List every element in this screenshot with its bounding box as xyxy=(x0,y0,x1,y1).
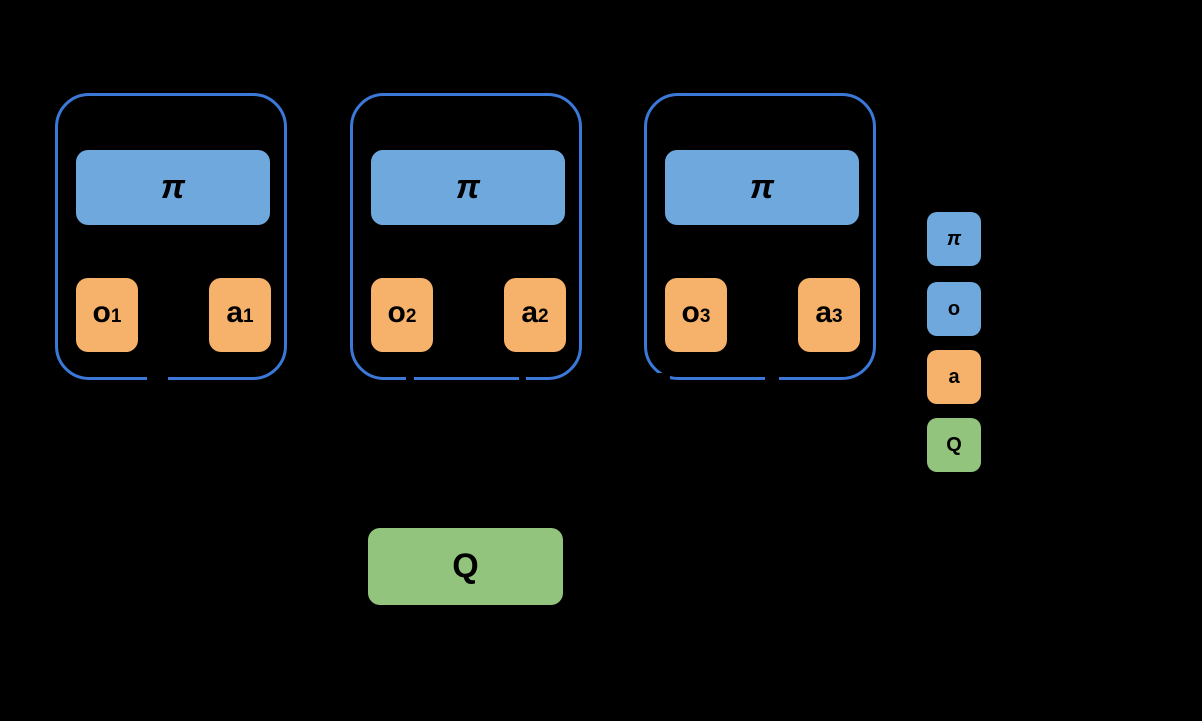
border-gap xyxy=(765,373,779,382)
legend-item-q: Q xyxy=(927,418,981,472)
legend-item-action: a xyxy=(927,350,981,404)
policy-label-2: π xyxy=(455,168,481,206)
action-subscript-2: 2 xyxy=(538,306,549,327)
action-subscript-3: 3 xyxy=(832,306,843,327)
q-value-box: Q xyxy=(368,528,563,605)
action-label-1: a xyxy=(226,296,244,329)
legend-item-policy: π xyxy=(927,212,981,266)
legend-q-label: Q xyxy=(946,433,962,456)
observation-subscript-1: 1 xyxy=(110,306,122,327)
observation-subscript-3: 3 xyxy=(699,306,711,327)
action-label-2: a xyxy=(521,296,539,329)
observation-label-1: o xyxy=(92,296,111,329)
action-subscript-1: 1 xyxy=(243,306,254,327)
legend-item-observation: o xyxy=(927,282,981,336)
policy-box-1: π xyxy=(76,150,270,225)
observation-label-2: o xyxy=(387,296,406,329)
observation-label-3: o xyxy=(681,296,700,329)
border-gap xyxy=(406,373,414,382)
legend-observation-label: o xyxy=(947,297,961,320)
border-gap xyxy=(519,373,526,382)
policy-box-3: π xyxy=(665,150,859,225)
q-value-label: Q xyxy=(452,547,479,585)
legend-policy-label: π xyxy=(946,227,962,250)
border-gap xyxy=(147,373,168,382)
policy-label-3: π xyxy=(749,168,775,206)
policy-box-2: π xyxy=(371,150,565,225)
action-label-3: a xyxy=(815,296,833,329)
observation-subscript-2: 2 xyxy=(405,306,417,327)
border-gap xyxy=(657,373,670,382)
policy-label-1: π xyxy=(160,168,186,206)
legend-action-label: a xyxy=(948,365,960,388)
